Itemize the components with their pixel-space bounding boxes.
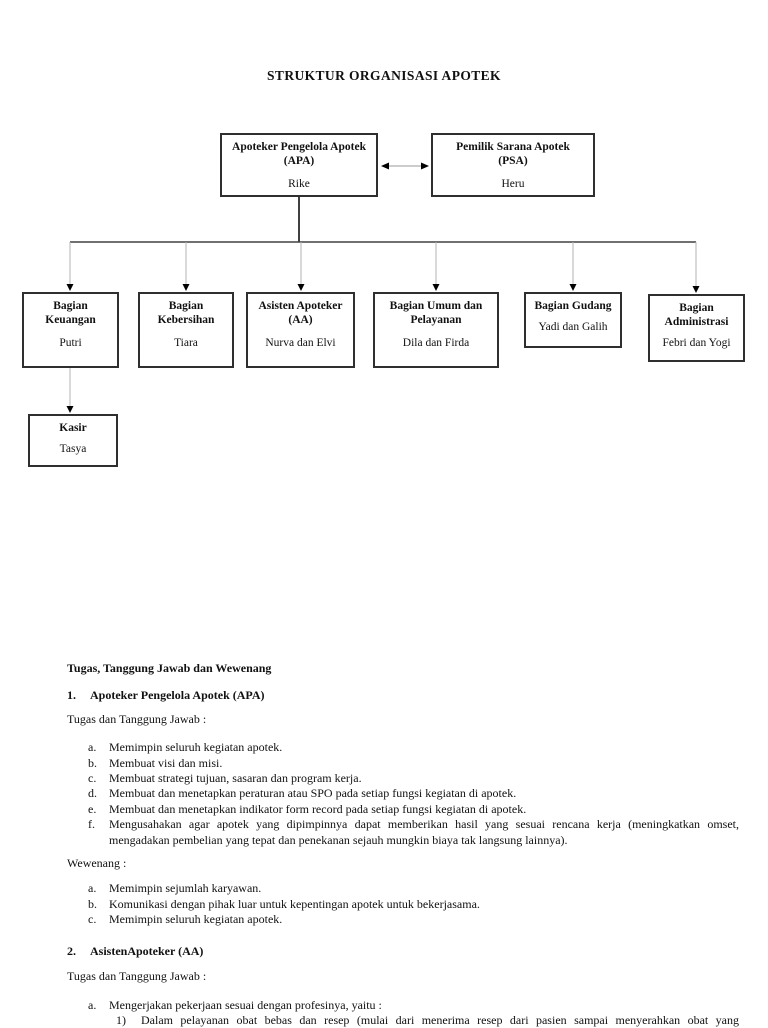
wewenang-label: Wewenang :	[67, 856, 739, 871]
list-item: a. Memimpin seluruh kegiatan apotek.	[88, 740, 739, 755]
tugas-label-2: Tugas dan Tanggung Jawab :	[67, 969, 739, 984]
org-node-person: Tasya	[60, 442, 87, 456]
org-node-psa: Pemilik Sarana Apotek (PSA) Heru	[431, 133, 595, 197]
section-number: 1.	[67, 688, 90, 703]
list-marker: a.	[88, 881, 109, 896]
list-marker: 1)	[116, 1013, 141, 1028]
org-node-person: Tiara	[174, 336, 198, 350]
org-node-title: Bagian Umum dan Pelayanan	[380, 299, 492, 327]
list-item: b. Komunikasi dengan pihak luar untuk ke…	[88, 897, 739, 912]
list-text: Memimpin seluruh kegiatan apotek.	[109, 912, 739, 927]
org-node-abbr: (AA)	[288, 313, 312, 327]
list-marker: c.	[88, 912, 109, 927]
edge-drops	[70, 242, 696, 287]
org-node-person: Febri dan Yogi	[662, 336, 730, 350]
section-heading: Tugas, Tanggung Jawab dan Wewenang	[67, 661, 739, 676]
list-marker: a.	[88, 740, 109, 755]
wewenang-list: a. Memimpin sejumlah karyawan. b. Komuni…	[88, 881, 739, 927]
org-node-person: Dila dan Firda	[403, 336, 469, 350]
org-node-abbr: (PSA)	[498, 154, 527, 168]
org-node-title: Bagian Kebersihan	[145, 299, 227, 327]
org-node-title: Kasir	[59, 421, 86, 435]
list-text: Memimpin seluruh kegiatan apotek.	[109, 740, 739, 755]
org-node-apa: Apoteker Pengelola Apotek (APA) Rike	[220, 133, 378, 197]
list-text: Mengusahakan agar apotek yang dipimpinny…	[109, 817, 739, 848]
org-node-kasir: Kasir Tasya	[28, 414, 118, 467]
list-marker: b.	[88, 897, 109, 912]
tugas-list-2: a. Mengerjakan pekerjaan sesuai dengan p…	[88, 998, 739, 1028]
org-node-person: Nurva dan Elvi	[265, 336, 335, 350]
org-node-person: Rike	[288, 177, 310, 191]
section-2-title: 2. AsistenApoteker (AA)	[67, 944, 739, 959]
list-marker: b.	[88, 756, 109, 771]
tugas-list-1: a. Memimpin seluruh kegiatan apotek. b. …	[88, 740, 739, 848]
list-item: d. Membuat dan menetapkan peraturan atau…	[88, 786, 739, 801]
org-node-person: Putri	[59, 336, 81, 350]
list-marker: e.	[88, 802, 109, 817]
list-text: Membuat dan menetapkan indikator form re…	[109, 802, 739, 817]
body-text: Tugas, Tanggung Jawab dan Wewenang 1. Ap…	[67, 661, 739, 1028]
tugas-label-1: Tugas dan Tanggung Jawab :	[67, 712, 739, 727]
org-node-title: Bagian Keuangan	[36, 299, 106, 327]
sub-list-item: 1) Dalam pelayanan obat bebas dan resep …	[116, 1013, 739, 1028]
org-node-title: Bagian Administrasi	[655, 301, 739, 329]
edge-keuangan-kasir	[67, 368, 74, 413]
list-item: f. Mengusahakan agar apotek yang dipimpi…	[88, 817, 739, 848]
list-text: Komunikasi dengan pihak luar untuk kepen…	[109, 897, 739, 912]
list-text: Dalam pelayanan obat bebas dan resep (mu…	[141, 1013, 739, 1028]
list-text: Memimpin sejumlah karyawan.	[109, 881, 739, 896]
list-marker: f.	[88, 817, 109, 848]
list-text: Membuat visi dan misi.	[109, 756, 739, 771]
list-marker: a.	[88, 998, 109, 1013]
org-node-administrasi: Bagian Administrasi Febri dan Yogi	[648, 294, 745, 362]
list-item: a. Mengerjakan pekerjaan sesuai dengan p…	[88, 998, 739, 1013]
edge-apa-psa	[381, 163, 429, 170]
section-title-text: Apoteker Pengelola Apotek (APA)	[90, 688, 265, 703]
list-item: e. Membuat dan menetapkan indikator form…	[88, 802, 739, 817]
org-node-person: Yadi dan Galih	[538, 320, 607, 334]
list-item: c. Membuat strategi tujuan, sasaran dan …	[88, 771, 739, 786]
section-1-title: 1. Apoteker Pengelola Apotek (APA)	[67, 688, 739, 703]
org-node-person: Heru	[502, 177, 525, 191]
org-node-keuangan: Bagian Keuangan Putri	[22, 292, 119, 368]
list-text: Mengerjakan pekerjaan sesuai dengan prof…	[109, 998, 739, 1013]
org-node-title: Bagian Gudang	[534, 299, 611, 313]
list-text: Membuat strategi tujuan, sasaran dan pro…	[109, 771, 739, 786]
org-node-title: Asisten Apoteker	[258, 299, 342, 313]
org-node-umum-pelayanan: Bagian Umum dan Pelayanan Dila dan Firda	[373, 292, 499, 368]
org-node-title: Apoteker Pengelola Apotek	[232, 140, 366, 154]
list-marker: d.	[88, 786, 109, 801]
list-item: a. Memimpin sejumlah karyawan.	[88, 881, 739, 896]
list-text: Membuat dan menetapkan peraturan atau SP…	[109, 786, 739, 801]
org-node-title: Pemilik Sarana Apotek	[456, 140, 570, 154]
org-node-asisten-apoteker: Asisten Apoteker (AA) Nurva dan Elvi	[246, 292, 355, 368]
list-item: c. Memimpin seluruh kegiatan apotek.	[88, 912, 739, 927]
org-node-kebersihan: Bagian Kebersihan Tiara	[138, 292, 234, 368]
list-item: b. Membuat visi dan misi.	[88, 756, 739, 771]
section-title-text: AsistenApoteker (AA)	[90, 944, 203, 959]
org-node-abbr: (APA)	[284, 154, 314, 168]
org-node-gudang: Bagian Gudang Yadi dan Galih	[524, 292, 622, 348]
list-marker: c.	[88, 771, 109, 786]
section-number: 2.	[67, 944, 90, 959]
